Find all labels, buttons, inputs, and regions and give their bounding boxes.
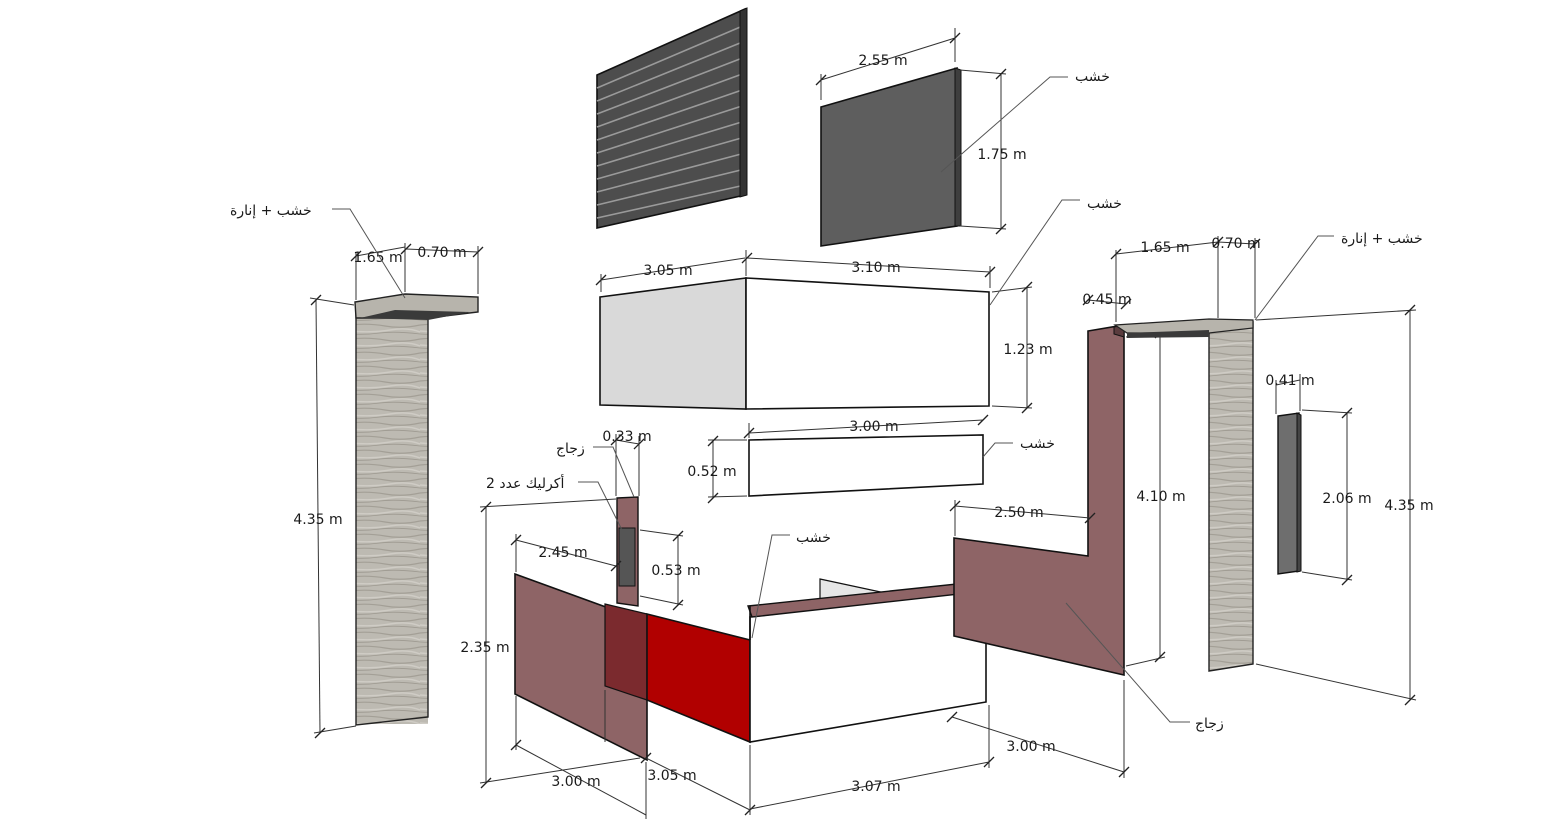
dim-3-10: 3.10 m	[741, 252, 996, 288]
dim-2-45: 2.45 m	[510, 534, 622, 572]
acrylic-inset	[618, 527, 636, 587]
dim-text-3-05-bottom: 3.05 m	[647, 768, 696, 784]
dark-wood-panel	[820, 66, 962, 247]
dim-text-3-05-top: 3.05 m	[643, 263, 692, 279]
note-wood-lighting-right-text: خشب + إنارة	[1341, 231, 1423, 247]
note-wood-box-text: خشب	[1087, 196, 1122, 212]
dim-text-2-50: 2.50 m	[994, 505, 1043, 521]
dim-0-52: 0.52 m	[687, 435, 748, 504]
dim-3-05-bottom: 3.05 m	[604, 690, 756, 816]
dim-text-1-65-left: 1.65 m	[353, 250, 402, 266]
note-wood-lighting-left: خشب + إنارة	[230, 203, 406, 299]
dim-2-55: 2.55 m	[815, 28, 961, 100]
dim-4-35-left: 4.35 m	[293, 294, 357, 739]
dim-2-06: 2.06 m	[1301, 407, 1372, 586]
note-wood-box: خشب	[989, 196, 1122, 306]
dim-text-0-45: 0.45 m	[1082, 292, 1131, 308]
dim-0-33: 0.33 m	[602, 429, 652, 496]
note-glass-post: زجاج	[556, 441, 635, 498]
slatted-wall-panel	[596, 7, 748, 229]
note-wood-top-text: خشب	[1075, 69, 1110, 85]
dim-text-2-06: 2.06 m	[1322, 491, 1371, 507]
note-wood-strip: خشب	[982, 436, 1055, 458]
dim-text-3-00-bottom-left: 3.00 m	[551, 774, 600, 790]
dim-text-0-52: 0.52 m	[687, 464, 736, 480]
note-acrylic-text: أكرليك عدد 2	[486, 474, 564, 492]
dim-text-3-00-mid: 3.00 m	[849, 419, 898, 435]
dim-0-70-right: 0.70 m	[1211, 236, 1261, 318]
note-wood-lighting-left-text: خشب + إنارة	[230, 203, 312, 219]
red-front-panel	[646, 612, 751, 744]
dim-1-23: 1.23 m	[991, 281, 1053, 414]
note-acrylic: أكرليك عدد 2	[486, 474, 623, 531]
dim-text-4-35-left: 4.35 m	[293, 512, 342, 528]
dim-text-4-35-right: 4.35 m	[1384, 498, 1433, 514]
dim-text-0-41: 0.41 m	[1265, 373, 1314, 389]
dim-text-3-10: 3.10 m	[851, 260, 900, 276]
dim-1-75: 1.75 m	[959, 68, 1027, 235]
note-glass-post-text: زجاج	[556, 441, 585, 457]
dim-text-2-45: 2.45 m	[538, 545, 587, 561]
dim-text-0-33: 0.33 m	[602, 429, 651, 445]
dim-3-00-mid: 3.00 m	[743, 414, 989, 439]
dim-text-1-23: 1.23 m	[1003, 342, 1052, 358]
dim-0-45: 0.45 m	[1082, 292, 1132, 310]
right-wood-column	[1113, 318, 1254, 672]
overlap-glass	[604, 603, 648, 701]
dim-text-4-10: 4.10 m	[1136, 489, 1185, 505]
note-wood-counter-text: خشب	[796, 530, 831, 546]
dim-text-3-00-bottom-right: 3.00 m	[1006, 739, 1055, 755]
narrow-dark-panel	[1277, 412, 1302, 575]
dim-0-70-left: 0.70 m	[400, 243, 484, 294]
dim-text-1-65-right: 1.65 m	[1140, 240, 1189, 256]
dim-text-1-75: 1.75 m	[977, 147, 1026, 163]
dim-4-10: 4.10 m	[1125, 327, 1186, 667]
dim-1-65-right: 1.65 m	[1110, 236, 1219, 322]
dim-4-35-right: 4.35 m	[1255, 304, 1434, 706]
dim-1-65-left: 1.65 m	[350, 243, 406, 300]
dim-3-05-top: 3.05 m	[595, 250, 747, 292]
dim-text-0-70-right: 0.70 m	[1211, 236, 1260, 252]
note-wood-counter: خشب	[751, 530, 831, 639]
dim-0-41: 0.41 m	[1265, 373, 1315, 414]
dim-text-0-70-left: 0.70 m	[417, 245, 466, 261]
dim-text-2-35: 2.35 m	[460, 640, 509, 656]
dim-3-00-bottom-right: 3.00 m	[946, 680, 1130, 778]
note-glass-right-text: زجاج	[1195, 716, 1224, 732]
dim-2-50: 2.50 m	[949, 500, 1096, 536]
dim-text-3-07: 3.07 m	[851, 779, 900, 795]
note-wood-lighting-right: خشب + إنارة	[1254, 231, 1423, 321]
dim-2-35: 2.35 m	[460, 498, 641, 789]
lighting-box	[599, 277, 990, 410]
wood-front-strip	[748, 434, 984, 497]
dim-3-00-bottom-left: 3.00 m	[510, 696, 647, 819]
dim-text-2-55: 2.55 m	[858, 53, 907, 69]
dim-0-53: 0.53 m	[639, 529, 701, 611]
note-wood-top: خشب	[940, 69, 1110, 173]
dim-3-07: 3.07 m	[749, 705, 995, 815]
dim-text-0-53: 0.53 m	[651, 563, 700, 579]
note-wood-strip-text: خشب	[1020, 436, 1055, 452]
left-wood-column	[354, 293, 479, 726]
note-glass-right: زجاج	[1065, 602, 1224, 732]
